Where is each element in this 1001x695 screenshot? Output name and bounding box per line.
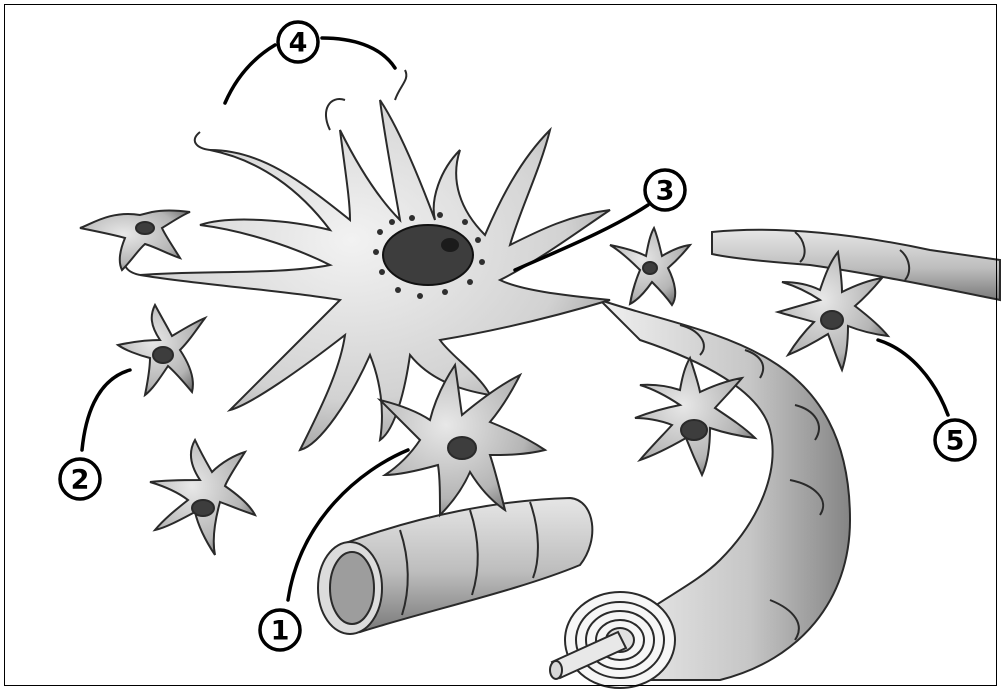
figure-border	[4, 4, 997, 686]
